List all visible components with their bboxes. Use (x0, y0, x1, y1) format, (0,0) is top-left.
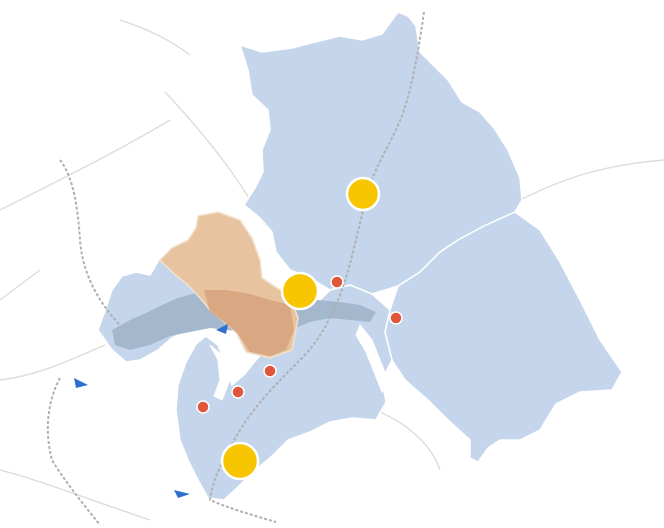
minor-marker[interactable] (196, 400, 210, 414)
road (0, 344, 106, 381)
arrow-icon (216, 324, 228, 334)
railway-west (59, 159, 121, 326)
road (0, 469, 151, 521)
direction-arrows (74, 324, 228, 498)
district-orange[interactable] (158, 211, 299, 359)
markers (196, 176, 403, 481)
major-marker[interactable] (345, 176, 381, 212)
minor-marker[interactable] (330, 275, 344, 289)
major-marker[interactable] (220, 441, 260, 481)
road (119, 19, 191, 56)
road (0, 269, 41, 301)
minor-marker[interactable] (231, 385, 245, 399)
road (0, 119, 171, 211)
district-core (204, 290, 294, 356)
railways (46, 11, 425, 526)
region-east[interactable] (384, 211, 623, 463)
road (519, 159, 664, 201)
road (374, 409, 441, 471)
major-marker[interactable] (280, 271, 320, 311)
arrow-icon (174, 490, 190, 498)
minor-marker[interactable] (389, 311, 403, 325)
railway-west-2 (46, 377, 101, 526)
arrow-icon (74, 378, 88, 388)
water-inlet (355, 324, 389, 394)
railway-north (208, 11, 425, 523)
road-network (0, 19, 664, 521)
minor-marker[interactable] (263, 364, 277, 378)
water-inlet (209, 344, 231, 401)
